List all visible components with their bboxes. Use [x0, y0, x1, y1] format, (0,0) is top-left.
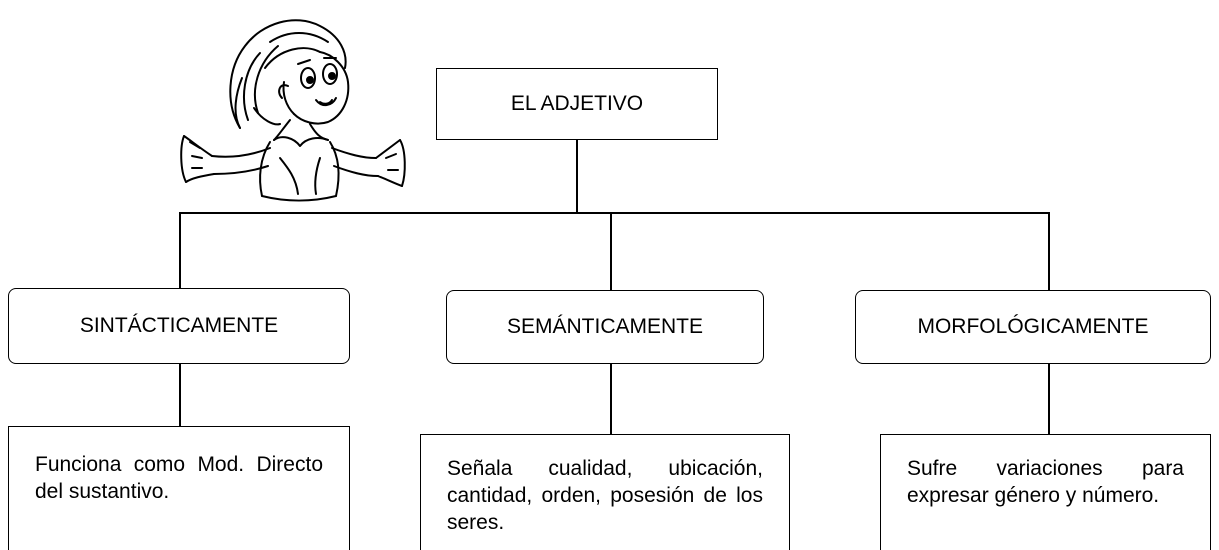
root-connector — [576, 140, 578, 213]
branch-heading-morfologicamente: MORFOLÓGICAMENTE — [855, 290, 1211, 364]
branch-description-box-2: Señala cualidad, ubicación, cantidad, or… — [420, 434, 790, 550]
horizontal-connector — [179, 212, 1049, 214]
branch-description: Señala cualidad, ubicación, cantidad, or… — [447, 457, 763, 534]
branch-heading-label: SINTÁCTICAMENTE — [79, 314, 279, 337]
branch-description-box-1: Funciona como Mod. Directo del sustantiv… — [8, 426, 350, 550]
root-node: EL ADJETIVO — [436, 68, 718, 140]
branch-connector-3 — [1048, 212, 1050, 290]
branch-description-box-3: Sufre variaciones para expresar género y… — [880, 434, 1211, 550]
branch-heading-semanticamente: SEMÁNTICAMENTE — [446, 290, 764, 364]
branch-connector-3b — [1048, 364, 1050, 434]
branch-connector-1b — [179, 364, 181, 426]
root-label: EL ADJETIVO — [510, 92, 644, 115]
branch-connector-2b — [610, 364, 612, 434]
branch-heading-label: MORFOLÓGICAMENTE — [917, 315, 1149, 338]
branch-description: Funciona como Mod. Directo del sustantiv… — [35, 453, 323, 503]
branch-description: Sufre variaciones para expresar género y… — [907, 457, 1184, 507]
branch-connector-1 — [179, 212, 181, 288]
cartoon-girl-illustration — [180, 19, 406, 202]
branch-heading-label: SEMÁNTICAMENTE — [506, 315, 703, 338]
branch-connector-2 — [610, 212, 612, 290]
branch-heading-sintacticamente: SINTÁCTICAMENTE — [8, 288, 350, 364]
